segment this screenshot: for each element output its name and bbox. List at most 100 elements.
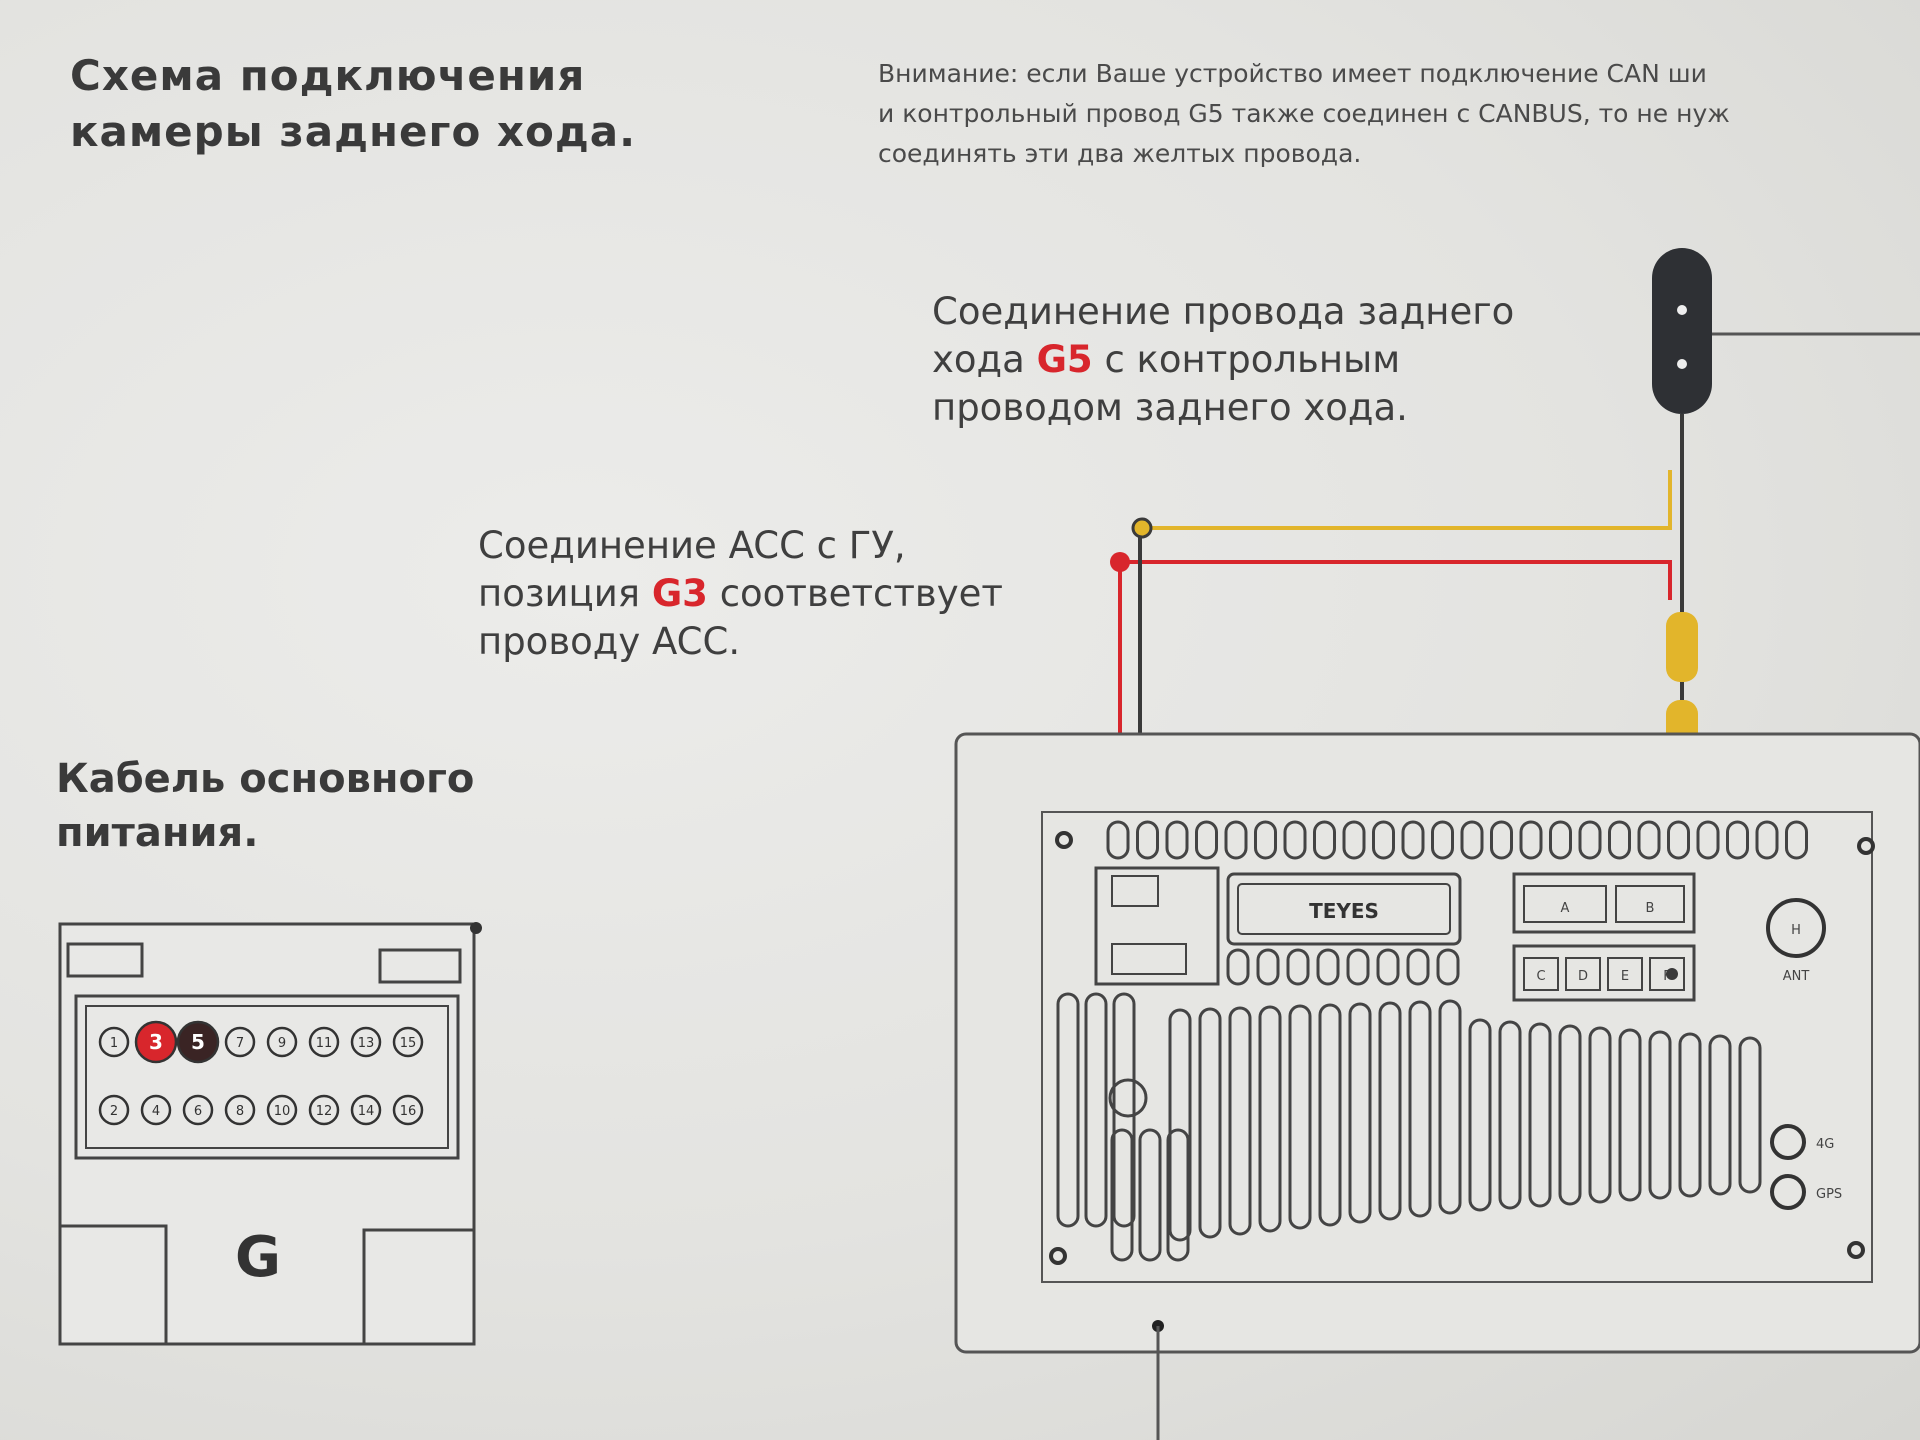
connector-pin-label: 16	[400, 1104, 417, 1119]
acc-label-line2: позиция G3 соответствует	[478, 570, 1003, 618]
connector-pin	[224, 1094, 256, 1126]
top-vent-row	[1106, 820, 1808, 860]
cooling-fin	[1348, 1002, 1372, 1224]
rear-camera	[1652, 248, 1920, 470]
cooling-fin	[1708, 1034, 1732, 1196]
connector-pin	[134, 1020, 178, 1064]
brand-logo: TEYES	[1309, 899, 1379, 923]
vent-slot	[1637, 820, 1661, 860]
mount-hole	[1847, 1241, 1865, 1259]
vent-slot	[1490, 820, 1513, 860]
vent-slot	[1286, 948, 1310, 986]
gps-label: GPS	[1816, 1187, 1842, 1202]
cooling-fin	[1056, 992, 1080, 1228]
port-b	[1615, 885, 1685, 923]
cooling-fin	[1166, 1128, 1190, 1262]
connector-pin-label: 10	[274, 1104, 291, 1119]
small-port	[1649, 957, 1685, 991]
warning-note: Внимание: если Ваше устройство имеет под…	[878, 59, 1730, 168]
g5-connection-label: Соединение провода заднего хода G5 с кон…	[932, 288, 1514, 432]
g5-label-line1: Соединение провода заднего	[932, 290, 1515, 333]
cooling-fin	[1198, 1007, 1222, 1239]
vent-slot	[1608, 820, 1631, 860]
cooling-fin	[1138, 1128, 1162, 1262]
cooling-fin	[1408, 1000, 1432, 1218]
connector-pin	[392, 1094, 424, 1126]
vent-slot	[1342, 820, 1366, 860]
connector-pin	[140, 1094, 172, 1126]
connector-latch-right	[378, 948, 462, 984]
4g-port	[1770, 1124, 1806, 1160]
mount-hole	[1049, 1247, 1067, 1265]
connector-pin	[308, 1094, 340, 1126]
vent-slot	[1316, 948, 1340, 986]
connector-latch-left	[66, 942, 144, 978]
connector-pin	[98, 1026, 130, 1058]
port-a-label: A	[1561, 901, 1570, 916]
acc-connection-label: Соединение ACC с ГУ, позиция G3 соответс…	[478, 522, 1003, 666]
connector-pin	[392, 1026, 424, 1058]
head-unit-back-panel	[1041, 811, 1873, 1283]
cooling-fin	[1738, 1036, 1762, 1194]
antenna-label: ANT	[1783, 969, 1810, 984]
acc-wire-top	[1120, 560, 1672, 600]
g5-label-post: с контрольным	[1092, 338, 1401, 381]
connector-pin-label: 12	[316, 1104, 333, 1119]
cooling-fin	[1618, 1028, 1642, 1202]
connector-pin-label: 11	[316, 1036, 333, 1051]
connector-pin-label: 15	[400, 1036, 417, 1051]
connector-pin-label: 7	[236, 1036, 244, 1051]
connector-pin-label: 2	[110, 1104, 118, 1119]
reverse-wire-top	[1142, 470, 1672, 530]
cooling-fin	[1288, 1004, 1312, 1230]
connector-pin-label: 13	[358, 1036, 375, 1051]
connector-pin-label: 14	[358, 1104, 375, 1119]
connector-pin-area-inner	[85, 1005, 449, 1149]
vent-slot	[1106, 820, 1130, 860]
connector-pin	[266, 1026, 298, 1058]
g5-label-line3: проводом заднего хода.	[932, 386, 1408, 429]
vent-slot	[1224, 820, 1248, 860]
connector-pin	[266, 1094, 298, 1126]
cooling-fin	[1378, 1001, 1402, 1221]
camera-body	[1652, 248, 1712, 414]
vent-slot	[1785, 820, 1808, 860]
vent-slot	[1431, 820, 1454, 860]
vent-slot	[1401, 820, 1425, 860]
mount-hole	[1055, 831, 1073, 849]
vent-slot	[1376, 948, 1400, 986]
small-port	[1565, 957, 1601, 991]
cooling-fins	[1056, 992, 1762, 1262]
cooling-fin	[1678, 1032, 1702, 1198]
connector-corner-dot	[470, 922, 482, 934]
port-a	[1523, 885, 1607, 923]
gps-port	[1770, 1174, 1806, 1210]
small-port-label: D	[1578, 969, 1588, 984]
connector-foot-left	[58, 1224, 168, 1346]
vent-slot	[1726, 820, 1749, 860]
small-port-label: E	[1621, 969, 1629, 984]
port-b-label: B	[1646, 901, 1655, 916]
ab-port-block	[1512, 872, 1696, 934]
connector-pin	[350, 1026, 382, 1058]
connector-pin-label: 9	[278, 1036, 286, 1051]
cooling-fin	[1084, 992, 1108, 1228]
cooling-fin	[1318, 1003, 1342, 1227]
small-port	[1523, 957, 1559, 991]
acc-label-highlight: G3	[651, 572, 708, 615]
vent-slot	[1313, 820, 1336, 860]
acc-label-line3: проводу ACC.	[478, 620, 741, 663]
g5-label-highlight: G5	[1036, 338, 1093, 381]
vent-slot	[1346, 948, 1370, 986]
vent-slot	[1226, 948, 1250, 986]
connector-pin	[350, 1094, 382, 1126]
connector-pin-label: 6	[194, 1104, 202, 1119]
teyes-port-inner	[1237, 883, 1451, 935]
head-unit: TEYES A B CDEF H ANT 4G GPS	[954, 732, 1920, 1440]
connector-pin-label: 3	[149, 1030, 163, 1054]
connector-pin	[182, 1094, 214, 1126]
vent-slot	[1578, 820, 1602, 860]
yellow-connector-upper	[1666, 612, 1698, 682]
